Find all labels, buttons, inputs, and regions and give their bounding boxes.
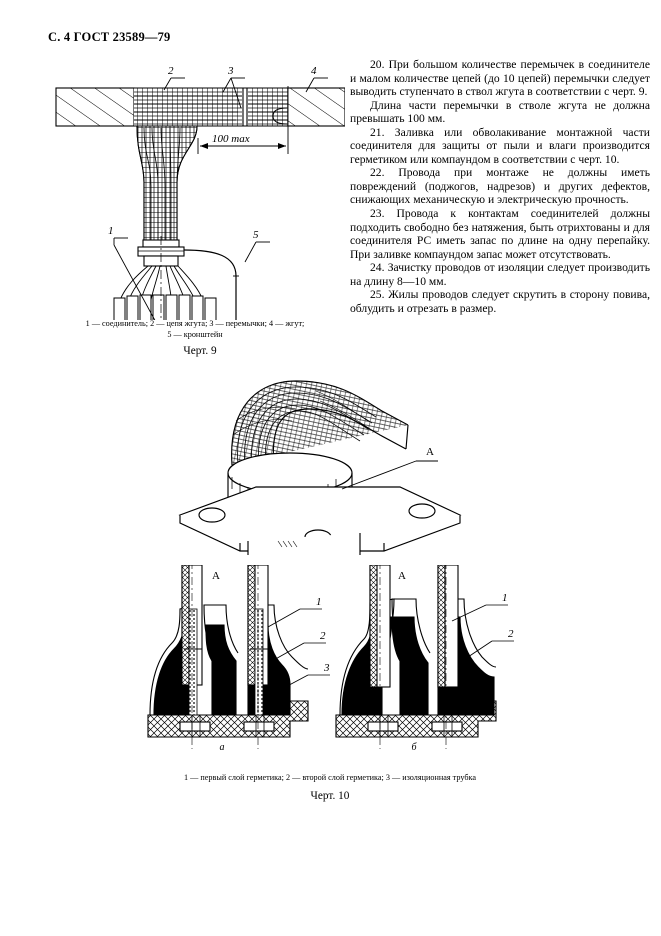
paragraph-24: 24. Зачистку проводов от изоляции следуе… [350,261,650,288]
paragraph-20: 20. При большом количестве перемычек в с… [350,58,650,99]
figure-9-callout-1: 1 [108,225,114,237]
figure-10-sections-drawing: А 1 2 3 [140,561,530,760]
figure-10-sections-svg: А 1 2 3 [147,561,514,749]
figure-9-drawing: 2 3 4 1 5 100 max [40,50,345,320]
figure-10-isometric-svg: А [178,380,462,594]
body-text-column: 20. При большом количестве перемычек в с… [350,58,650,315]
figure-9-callout-3: 3 [227,65,234,77]
figure-9-svg: 2 3 4 1 5 100 max [55,65,345,320]
figure-9-callout-4: 4 [311,65,317,77]
figure-10-number: Черт. 10 [310,790,350,802]
figure-9-number: Черт. 9 [183,345,217,357]
figure-10-isometric-drawing: А [170,365,470,594]
figure-9-caption: 1 — соединитель; 2 — цепя жгута; 3 — пер… [85,319,305,339]
section-a-callout-3: 3 [323,662,330,674]
section-a-callout-2: 2 [320,630,326,642]
paragraph-22: 22. Провода при монтаже не должны иметь … [350,166,650,207]
figure-10-view-a-label: а [219,742,225,753]
paragraph-25: 25. Жилы проводов следует скрутить в сто… [350,288,650,315]
figure-9-dimension-label: 100 max [212,133,250,145]
section-a-mark: А [212,570,220,582]
figure-10-detail-mark: А [426,446,434,458]
page-header: С. 4 ГОСТ 23589—79 [48,30,171,44]
section-b-callout-1: 1 [502,592,508,604]
section-a-callout-1: 1 [316,596,322,608]
paragraph-23: 23. Провода к контактам соединителей дол… [350,207,650,261]
section-b-callout-2: 2 [508,628,514,640]
paragraph-21: 21. Заливка или обволакивание монтажной … [350,125,650,166]
figure-9-callout-5: 5 [253,229,259,241]
paragraph-20b: Длина части перемычки в стволе жгута не … [350,98,650,126]
figure-10-view-b-label: б [411,742,417,753]
figure-10-caption: 1 — первый слой герметика; 2 — второй сл… [183,773,476,782]
section-b-mark: А [398,570,406,582]
figure-9-callout-2: 2 [168,65,174,77]
